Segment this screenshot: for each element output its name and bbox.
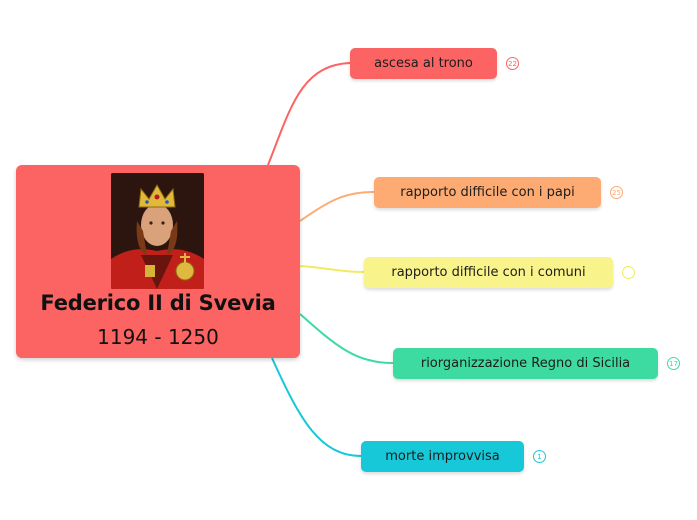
topic-rapporto-papi[interactable]: rapporto difficile con i papi bbox=[374, 177, 601, 208]
count-badge[interactable]: 1 bbox=[533, 450, 546, 463]
topic-label: rapporto difficile con i papi bbox=[400, 185, 575, 200]
topic-label: ascesa al trono bbox=[374, 56, 473, 71]
central-topic[interactable]: Federico II di Svevia 1194 - 1250 bbox=[16, 165, 300, 358]
central-subtitle: 1194 - 1250 bbox=[97, 325, 219, 349]
central-title: Federico II di Svevia bbox=[40, 291, 276, 315]
topic-rapporto-comuni[interactable]: rapporto difficile con i comuni bbox=[364, 257, 613, 288]
count-badge[interactable] bbox=[622, 266, 635, 279]
count-badge[interactable]: 22 bbox=[506, 57, 519, 70]
link-morte bbox=[271, 357, 362, 457]
topic-label: morte improvvisa bbox=[385, 449, 500, 464]
link-papi bbox=[299, 191, 375, 222]
topic-morte-improvvisa[interactable]: morte improvvisa bbox=[361, 441, 524, 472]
link-ascesa bbox=[267, 62, 351, 166]
topic-ascesa-al-trono[interactable]: ascesa al trono bbox=[350, 48, 497, 79]
count-badge[interactable]: 25 bbox=[610, 186, 623, 199]
topic-riorganizzazione-sicilia[interactable]: riorganizzazione Regno di Sicilia bbox=[393, 348, 658, 379]
link-sicilia bbox=[299, 313, 394, 364]
topic-label: riorganizzazione Regno di Sicilia bbox=[420, 356, 631, 371]
portrait-image bbox=[111, 173, 204, 289]
link-comuni bbox=[299, 265, 365, 273]
count-badge[interactable]: 17 bbox=[667, 357, 680, 370]
topic-label: rapporto difficile con i comuni bbox=[391, 265, 586, 280]
